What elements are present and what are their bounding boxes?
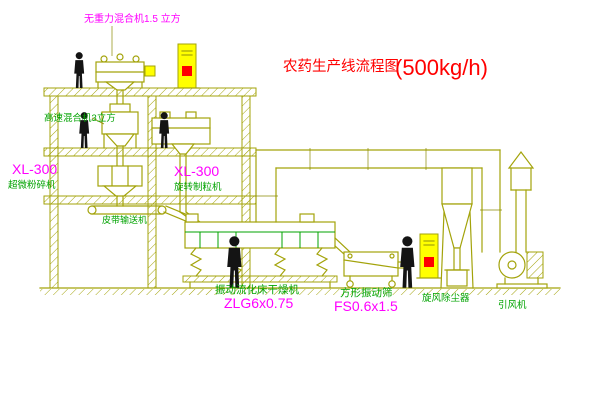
dryer-base [182, 275, 338, 283]
control-cabinet-top [174, 43, 200, 89]
worker-figure-1 [74, 52, 85, 88]
drawing-title: 农药生产线流程图 [283, 58, 399, 75]
worker-figure-5 [400, 236, 415, 288]
column-left [49, 95, 59, 289]
ground [39, 287, 561, 295]
spring [315, 247, 329, 277]
gravity-mixer [95, 53, 156, 105]
label-dryer-name: 振动流化床干燥机 [215, 283, 299, 296]
label-screen-name: 方形振动筛 [340, 286, 393, 299]
label-screen-model: FS0.6x1.5 [334, 298, 398, 314]
cabinet-indicator [182, 66, 192, 76]
label-dryer-model: ZLG6x0.75 [224, 295, 293, 311]
cyclone-cone [441, 203, 473, 249]
label-belt-conveyor: 皮带输送机 [102, 214, 147, 225]
control-cabinet-dryer [416, 233, 442, 279]
fan-base [496, 283, 548, 289]
dryer-vent [299, 213, 315, 223]
exhaust-duct [254, 148, 502, 253]
fan-motor [526, 251, 544, 279]
label-mill-name: 超微粉碎机 [8, 179, 56, 191]
vent-cone [507, 151, 535, 169]
vibrating-screen [334, 237, 407, 288]
vent-cap [507, 151, 535, 191]
exhaust-stack [515, 189, 527, 253]
drawing-capacity: (500kg/h) [395, 55, 488, 80]
mixer-motor [144, 65, 156, 77]
dryer-inlet [185, 213, 199, 223]
ground-hatch [40, 289, 560, 295]
building-frame [43, 87, 257, 289]
label-fan: 引风机 [498, 299, 527, 311]
dust-receiver [446, 269, 468, 287]
fluid-bed-dryer [182, 213, 338, 289]
column-right [241, 95, 251, 289]
label-cyclone: 旋风除尘器 [422, 292, 470, 304]
spring [189, 247, 203, 277]
floor-beam-top [43, 87, 257, 97]
label-mill-model: XL-300 [12, 161, 57, 177]
pulverizer [97, 165, 143, 207]
spring [273, 247, 287, 277]
induced-draft-fan [496, 251, 548, 289]
label-top-mixer: 无重力混合机1.5 立方 [84, 12, 181, 25]
cyclone-separator [440, 167, 474, 289]
belt-conveyor [87, 205, 191, 223]
leader-lines [91, 26, 113, 125]
label-granulator-name: 旋转制粒机 [174, 181, 222, 193]
high-speed-mixer [101, 103, 139, 167]
label-high-speed-mixer: 高速混合机3立方 [44, 112, 116, 124]
cabinet-indicator [424, 257, 434, 267]
label-granulator-model: XL-300 [174, 163, 219, 179]
